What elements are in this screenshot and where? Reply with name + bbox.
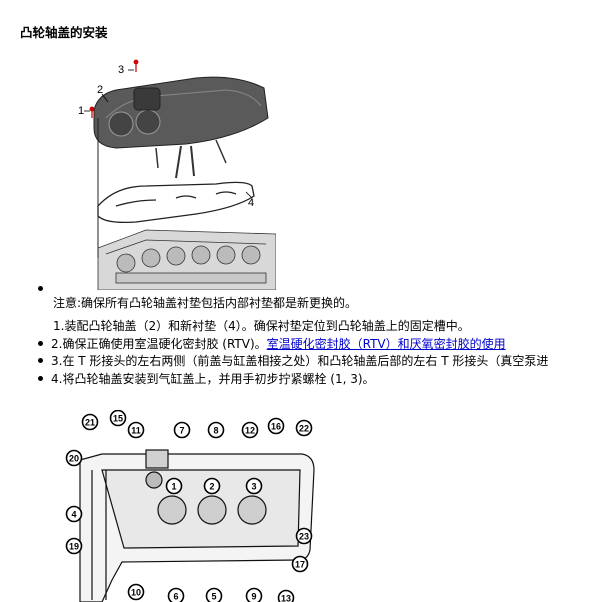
bolt-callout-circle bbox=[109, 410, 127, 427]
bolt-callout-10: 10 bbox=[131, 588, 141, 598]
cylinder-head-illustration bbox=[97, 229, 276, 290]
bolt-callout-circle bbox=[207, 421, 225, 439]
bolt-callout-circle bbox=[65, 449, 83, 467]
bolt-callout-13: 13 bbox=[281, 594, 291, 602]
bolt-illustration bbox=[89, 59, 139, 118]
bolt-callout-circle bbox=[65, 537, 83, 555]
bullet-dot bbox=[38, 358, 43, 363]
step-4-text: 4.将凸轮轴盖安装到气缸盖上，并用手初步拧紧螺栓 (1, 3)。 bbox=[51, 372, 375, 386]
camshaft-cover-illustration bbox=[93, 76, 269, 179]
bolt-callout-circle bbox=[127, 421, 145, 439]
bolt-callout-circle bbox=[295, 419, 313, 437]
bolt-callout-circle bbox=[65, 505, 83, 523]
bolt-callout-circle bbox=[245, 477, 263, 495]
bolt-callout-circle bbox=[291, 555, 309, 573]
bolt-callout-circle bbox=[295, 527, 313, 545]
step-1-text: 1.装配凸轮轴盖（2）和新衬垫（4）。确保衬垫定位到凸轮轴盖上的固定槽中。 bbox=[53, 319, 470, 333]
bolt-callout-15: 15 bbox=[113, 414, 123, 424]
bolt-callout-20: 20 bbox=[69, 454, 79, 464]
callout-2: 2 bbox=[97, 84, 103, 96]
bolt-callout-9: 9 bbox=[251, 592, 256, 602]
page-title: 凸轮轴盖的安装 bbox=[20, 25, 108, 40]
bolt-callout-3: 3 bbox=[251, 482, 256, 492]
bolt-callout-19: 19 bbox=[69, 542, 79, 552]
bolt-callout-17: 17 bbox=[295, 560, 305, 570]
step-4-item: 4.将凸轮轴盖安装到气缸盖上，并用手初步拧紧螺栓 (1, 3)。 bbox=[38, 372, 375, 386]
bolt-callout-8: 8 bbox=[213, 426, 218, 436]
bolt-callout-22: 22 bbox=[299, 424, 309, 434]
bolt-callout-2: 2 bbox=[209, 482, 214, 492]
bolt-callout-circle bbox=[203, 477, 221, 495]
bolt-callout-circle bbox=[277, 589, 295, 602]
bolt-callout-circle bbox=[241, 421, 259, 439]
callout-4: 4 bbox=[248, 197, 254, 209]
bolt-callout-circle bbox=[81, 413, 99, 431]
bolt-callout-4: 4 bbox=[71, 510, 76, 520]
bolt-callout-circle bbox=[167, 587, 185, 602]
callout-1: 1 bbox=[78, 105, 84, 117]
note-text: 注意:确保所有凸轮轴盖衬垫包括内部衬垫都是新更换的。 bbox=[53, 296, 358, 310]
bolt-callout-circle bbox=[267, 417, 285, 435]
step-3-item: 3.在 T 形接头的左右两侧（前盖与缸盖相接之处）和凸轮轴盖后部的左右 T 形接… bbox=[38, 354, 548, 368]
bolt-callout-21: 21 bbox=[85, 418, 95, 428]
bolt-callout-circle bbox=[165, 477, 183, 495]
step-2-text: 2.确保正确使用室温硬化密封胶 (RTV)。 bbox=[51, 337, 267, 351]
step-3-text: 3.在 T 形接头的左右两侧（前盖与缸盖相接之处）和凸轮轴盖后部的左右 T 形接… bbox=[51, 354, 549, 368]
step-2-item: 2.确保正确使用室温硬化密封胶 (RTV)。室温硬化密封胶（RTV）和厌氧密封胶… bbox=[38, 337, 506, 351]
bullet-dot bbox=[38, 286, 43, 291]
bolt-callout-5: 5 bbox=[211, 592, 216, 602]
bolt-callout-16: 16 bbox=[271, 422, 281, 432]
cover-top-view-illustration bbox=[79, 449, 315, 602]
bullet-dot bbox=[38, 376, 43, 381]
bolt-callout-circle bbox=[127, 583, 145, 601]
bolt-callout-12: 12 bbox=[245, 426, 255, 436]
bolt-callout-circle bbox=[205, 587, 223, 602]
bullet-dot bbox=[38, 341, 43, 346]
bolt-callout-circle bbox=[245, 587, 263, 602]
camshaft-cover-exploded-figure: 1 2 3 4 bbox=[78, 59, 276, 290]
bolt-callout-1: 1 bbox=[171, 482, 176, 492]
gasket-illustration bbox=[97, 181, 255, 224]
bolt-callout-7: 7 bbox=[179, 426, 184, 436]
bolt-callout-23: 23 bbox=[299, 532, 309, 542]
callout-3: 3 bbox=[118, 64, 124, 76]
rtv-sealant-usage-link[interactable]: 室温硬化密封胶（RTV）和厌氧密封胶的使用 bbox=[266, 337, 506, 351]
bolt-callout-11: 11 bbox=[131, 426, 141, 436]
bolt-callout-circle bbox=[173, 421, 191, 439]
bolt-callout-6: 6 bbox=[173, 592, 178, 602]
